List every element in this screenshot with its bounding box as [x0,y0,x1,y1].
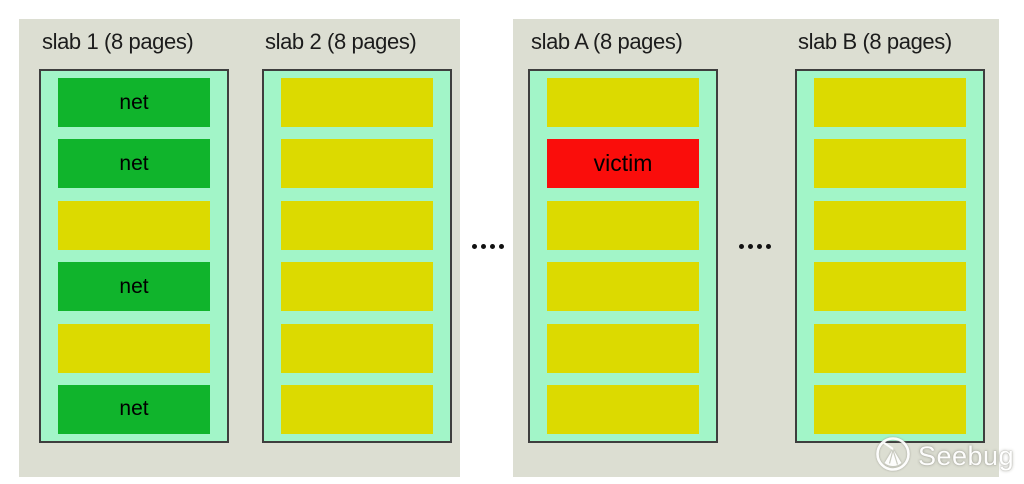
page-row-free [814,200,966,250]
page-row-net: net [58,139,210,189]
slab-group-2: slab 2 (8 pages) [262,29,452,443]
slab-container: net net net net [39,69,229,443]
page-row-free [58,200,210,250]
slab-container [795,69,985,443]
page-row-free [814,78,966,127]
page-row-victim: victim [547,139,699,189]
dot [499,244,504,249]
page-row-net: net [58,78,210,127]
page-row-free [58,323,210,373]
page-row-free [281,384,433,434]
dot [490,244,495,249]
page-row-free [547,78,699,127]
page-row-free [547,200,699,250]
dot [766,244,771,249]
page-row-free [281,200,433,250]
dot [472,244,477,249]
row-label: net [119,274,149,298]
slab-group-1: slab 1 (8 pages) net net net net [39,29,229,443]
seebug-text: Seebug [918,440,1015,471]
row-label: net [119,397,149,421]
page-row-free [814,384,966,434]
separator-dots-between-right-slabs [739,244,771,249]
slab-title: slab A (8 pages) [531,29,683,54]
page-row-free [281,262,433,312]
page-row-free [814,262,966,312]
page-row-free [281,78,433,127]
row-label: net [119,151,149,175]
page-row-free [547,323,699,373]
dot [757,244,762,249]
row-label: net [119,90,149,114]
seebug-watermark: Seebug [874,436,1014,476]
separator-dots-between-panels [472,244,504,249]
page-row-net: net [58,384,210,434]
slab-group-B: slab B (8 pages) [795,29,985,443]
dot [748,244,753,249]
row-label: victim [593,150,653,177]
seebug-logo-icon [874,435,912,478]
slab-title: slab 1 (8 pages) [42,29,194,54]
slab-group-A: slab A (8 pages) victim [528,29,718,443]
slab-container: victim [528,69,718,443]
page-row-free [547,262,699,312]
slab-title: slab B (8 pages) [798,29,952,54]
slab-container [262,69,452,443]
dot [739,244,744,249]
page-row-free [547,384,699,434]
dot [481,244,486,249]
page-row-free [814,323,966,373]
page-row-free [281,323,433,373]
page-row-free [281,139,433,189]
page-row-free [814,139,966,189]
slab-title: slab 2 (8 pages) [265,29,417,54]
page-row-net: net [58,262,210,312]
